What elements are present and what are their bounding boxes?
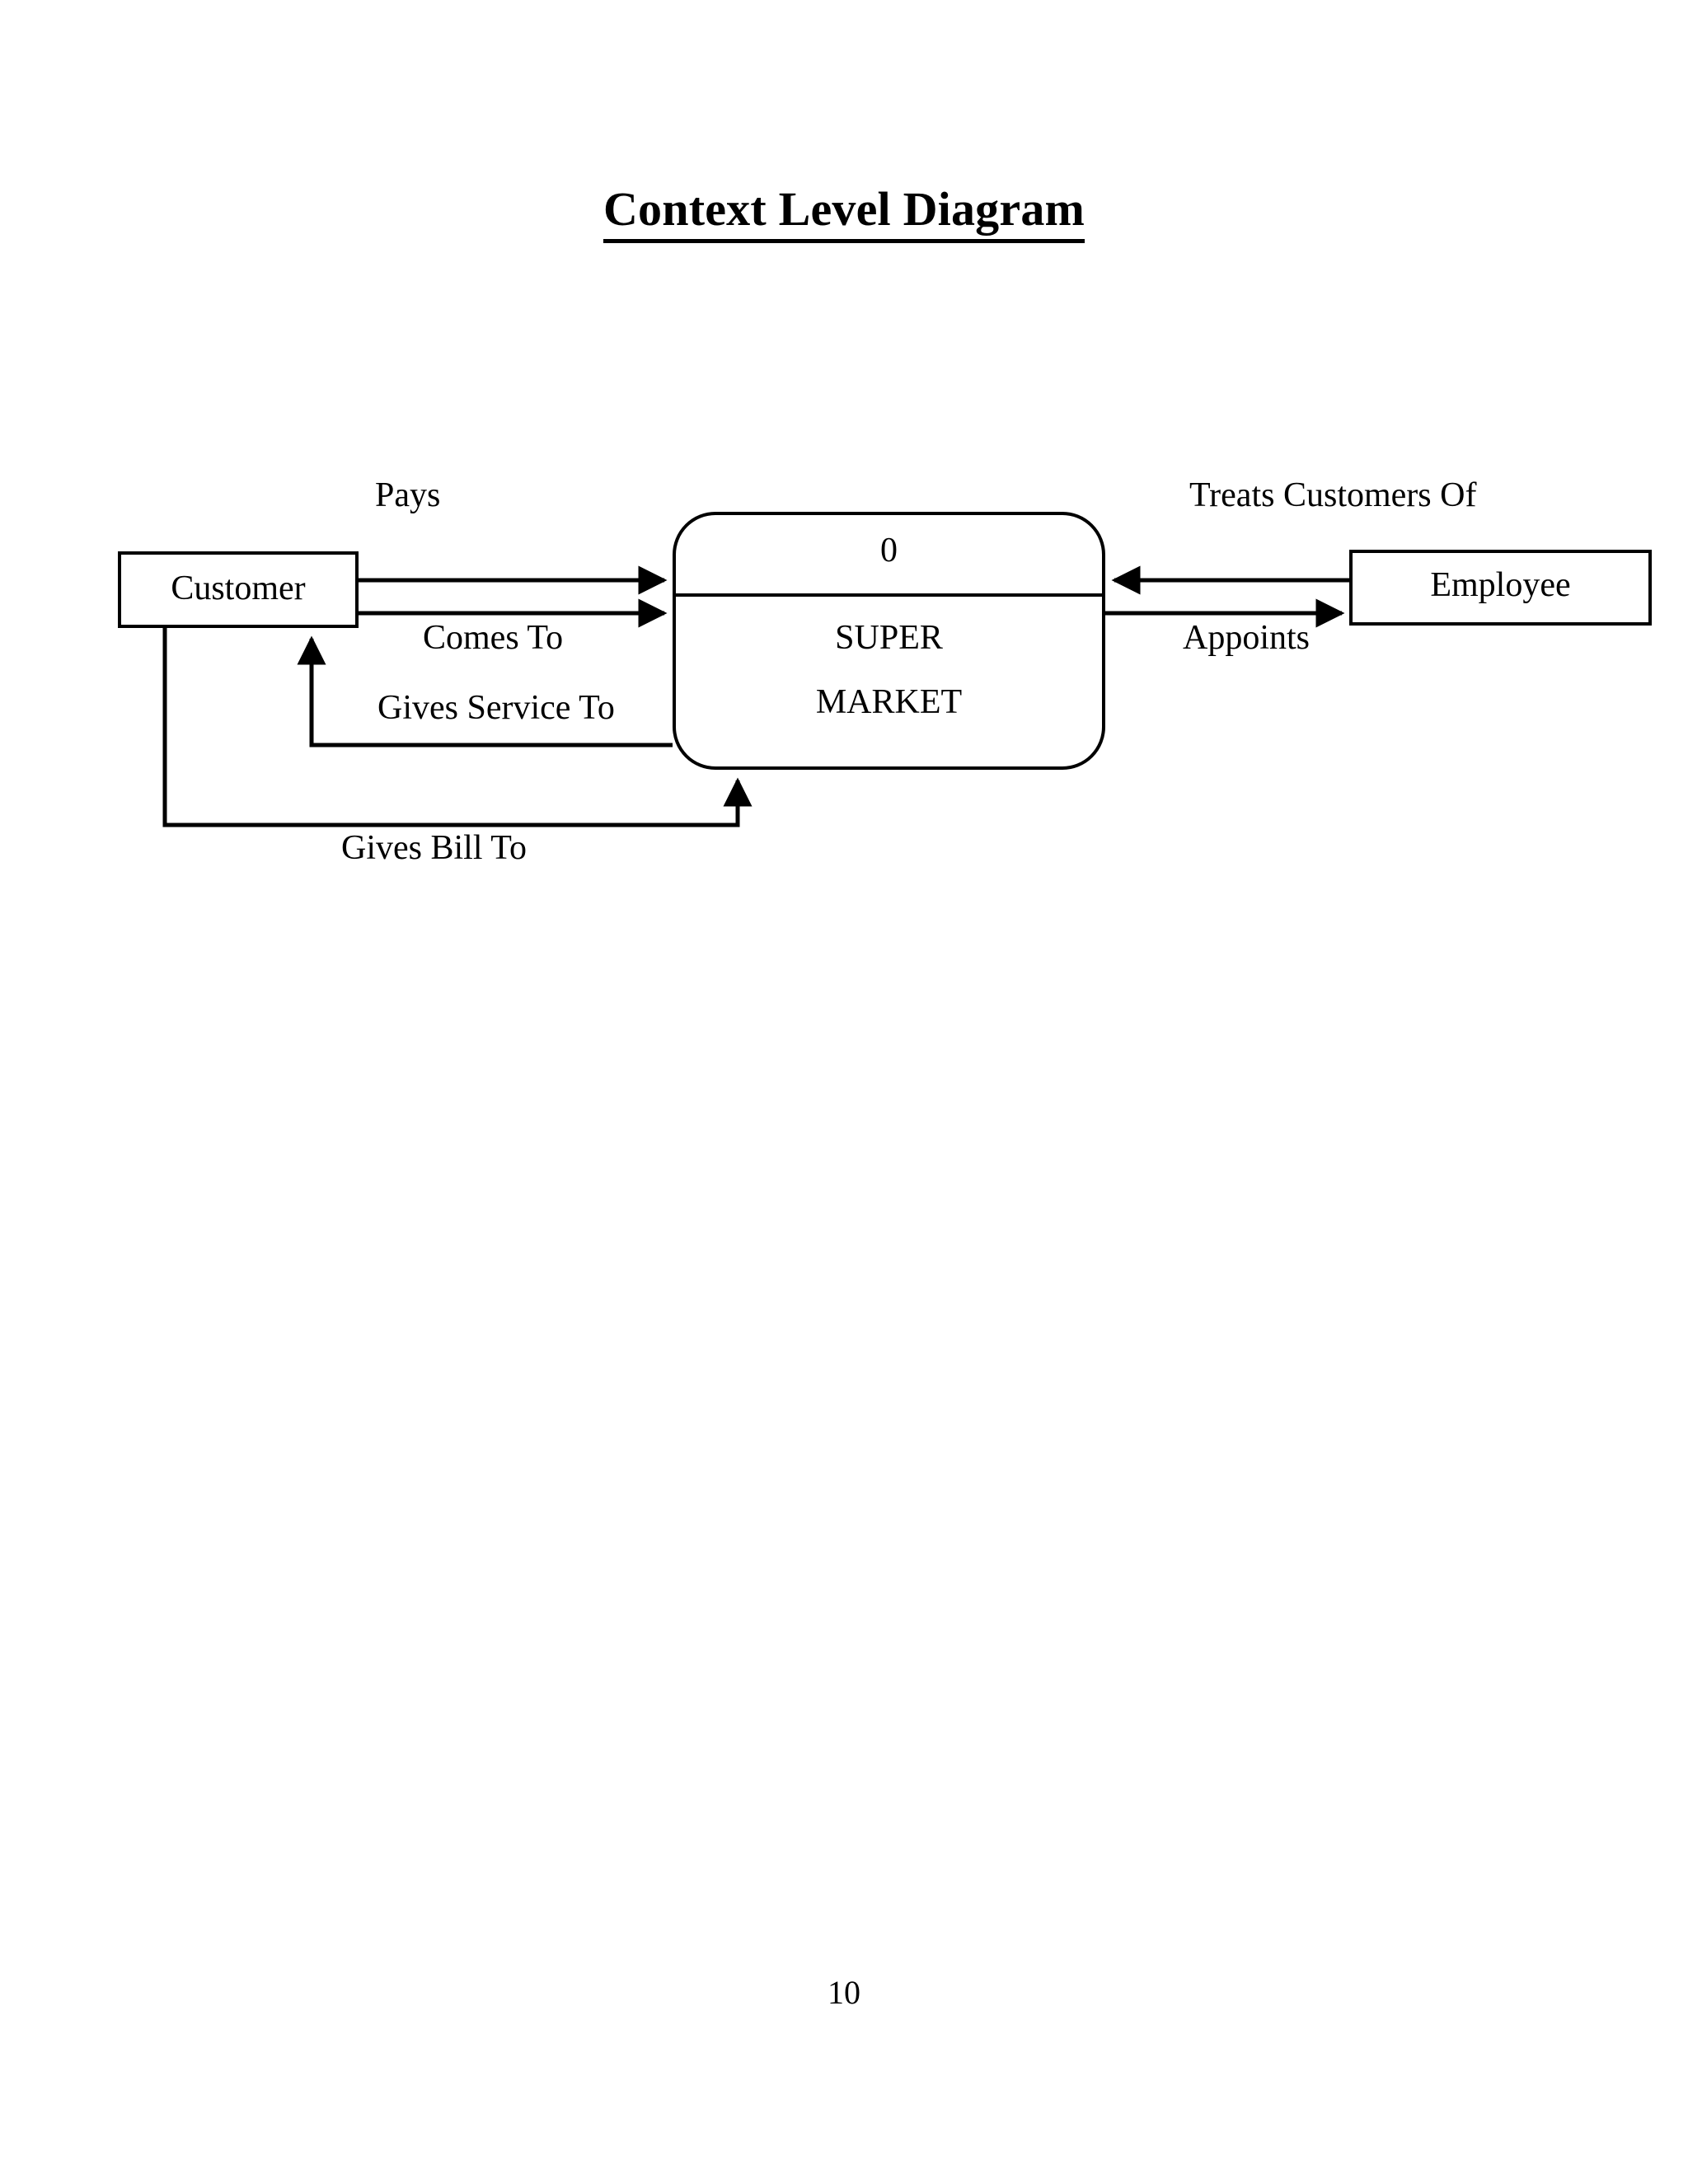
entity-box-employee[interactable]: Employee xyxy=(1349,550,1652,626)
flow-arrow-gives-bill-to xyxy=(162,627,753,827)
entity-label-customer: Customer xyxy=(171,569,306,607)
flow-label-treats-customers-of: Treats Customers Of xyxy=(1189,476,1477,514)
process-name-label: SUPER MARKET xyxy=(676,621,1102,719)
flow-label-gives-service-to: Gives Service To xyxy=(377,689,615,727)
flow-label-gives-bill-to: Gives Bill To xyxy=(341,829,527,867)
page-title: Context Level Diagram xyxy=(0,183,1688,243)
process-name-line-2: MARKET xyxy=(815,683,963,721)
flow-label-comes-to: Comes To xyxy=(423,619,564,657)
flow-label-pays: Pays xyxy=(375,476,441,514)
page-number: 10 xyxy=(828,1974,860,2011)
process-id-label: 0 xyxy=(880,532,898,569)
process-name-line-1: SUPER xyxy=(835,619,943,657)
diagram-connectors xyxy=(162,565,1349,827)
entity-label-employee: Employee xyxy=(1430,566,1571,604)
process-divider-line xyxy=(673,593,1105,597)
entity-box-customer[interactable]: Customer xyxy=(118,551,359,628)
flow-label-appoints: Appoints xyxy=(1183,619,1311,657)
context-level-diagram: Customer 0 SUPER MARKET Employee Pays Co… xyxy=(0,0,1688,989)
page-title-text: Context Level Diagram xyxy=(603,183,1085,243)
process-box-super-market[interactable]: 0 SUPER MARKET xyxy=(673,512,1105,770)
flow-arrow-gives-service-to xyxy=(297,635,673,748)
